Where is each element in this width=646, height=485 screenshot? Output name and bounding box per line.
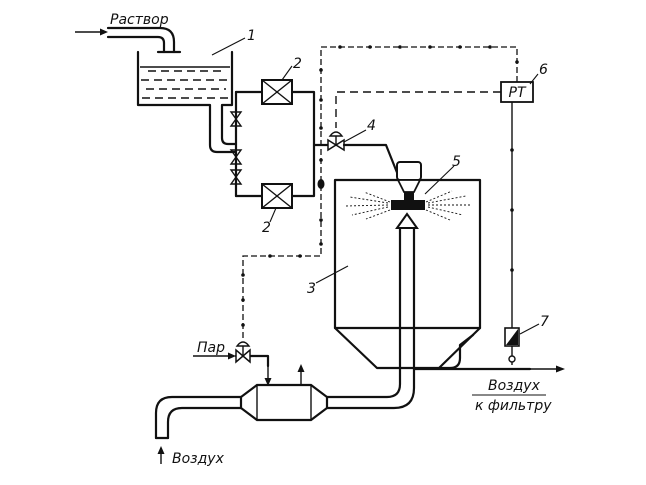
air-heater [239,364,329,422]
signal-beads [241,45,519,327]
callout-5: 5 [452,154,461,170]
atomizer [391,161,425,210]
callout-2-top: 2 [293,56,302,72]
callout-4: 4 [367,118,376,134]
exhaust-outlet [412,333,565,373]
control-valve [327,131,406,192]
filter-loop [229,79,332,209]
pt-controller: PT [500,81,534,103]
air-outlet-destination-label: к фильтру [475,398,552,414]
air-inlet-label: Воздух [172,451,225,467]
callout-2-bottom: 2 [262,220,271,236]
air-outlet-label: Воздух [488,378,541,394]
controller-label: PT [509,85,527,101]
hot-air-pipe [325,212,419,410]
temperature-sensor [504,327,520,365]
solution-tank [136,50,234,127]
steam-line [193,341,270,368]
callout-leaders [211,37,540,335]
steam-label: Пар [197,340,225,356]
tank-outlet-pipe [208,123,238,154]
spray-cloud [345,190,470,221]
callout-1: 1 [247,28,256,44]
signal-lines [242,46,518,338]
air-inlet-duct [154,395,243,464]
solution-label: Раствор [110,12,169,28]
labels: Раствор Пар Воздух Воздух к фильтру [110,12,552,467]
callout-numbers: 1 2 2 3 4 5 6 7 [247,28,549,330]
callout-3: 3 [307,281,316,297]
callout-7: 7 [540,314,549,330]
solution-inlet [75,26,182,54]
callout-6: 6 [539,62,548,78]
